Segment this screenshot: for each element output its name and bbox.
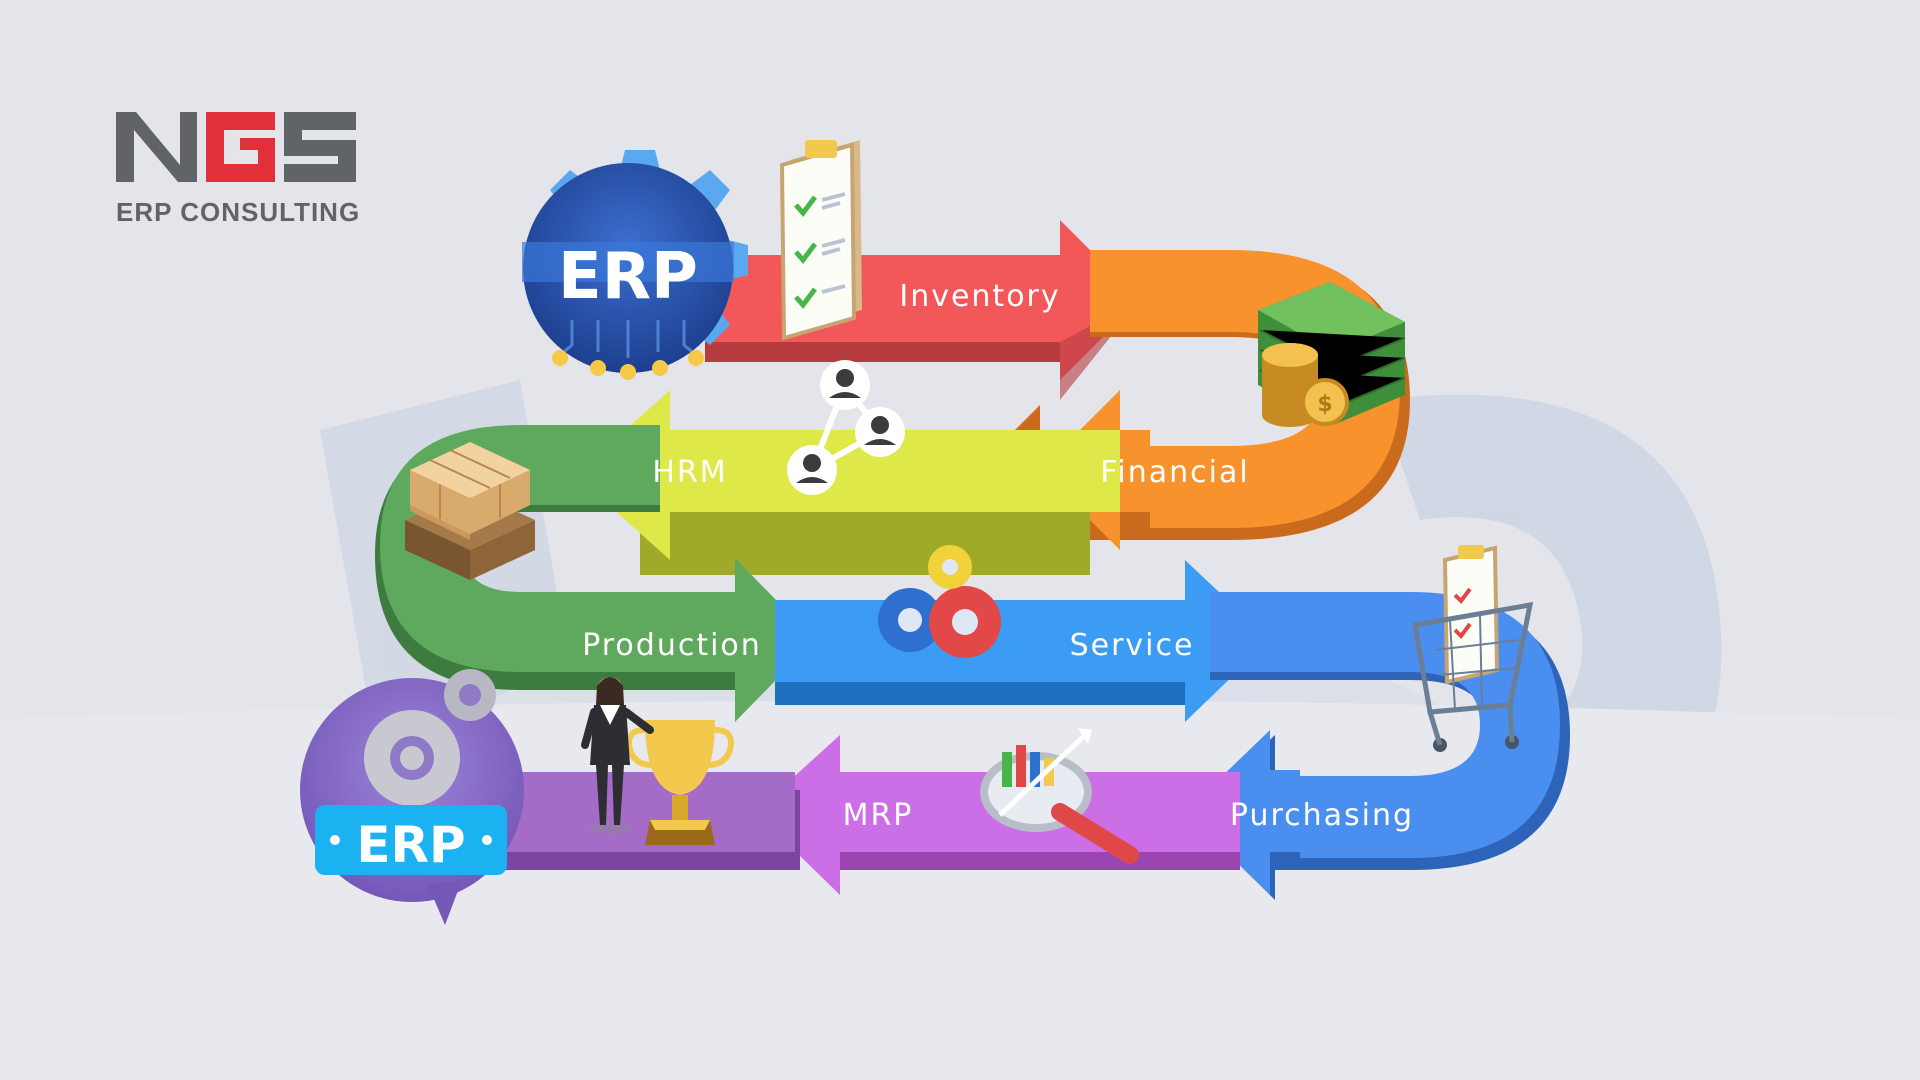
erp-badge-top-text: ERP	[558, 240, 698, 314]
mrp-label: MRP	[843, 798, 914, 833]
inventory-label: Inventory	[899, 279, 1060, 314]
floor-band	[0, 700, 1920, 1080]
trophy-icon	[626, 720, 734, 845]
erp-badge-top: ERP	[522, 150, 748, 380]
magnifier-chart-icon	[980, 728, 1139, 864]
businesswoman-icon	[581, 677, 654, 834]
erp-badge-bottom: ERP	[300, 669, 524, 925]
gear-icon	[364, 669, 496, 806]
boxes-pallet-icon	[405, 442, 535, 580]
purchasing-arrow	[1185, 730, 1300, 900]
purchasing-label: Purchasing	[1230, 798, 1414, 833]
hrm-label: HRM	[652, 455, 727, 490]
ngs-logo: ERP CONSULTING	[116, 112, 360, 227]
logo-tagline: ERP CONSULTING	[116, 197, 360, 227]
svg-text:$: $	[1317, 392, 1332, 417]
service-label: Service	[1070, 628, 1195, 663]
service-arrow	[775, 560, 1270, 722]
shopping-cart-icon	[1412, 545, 1534, 752]
ngs-logo-mark	[116, 112, 356, 182]
financial-label: Financial	[1100, 455, 1249, 490]
cogs-icon	[878, 545, 1001, 658]
production-label: Production	[582, 628, 762, 663]
erp-badge-bottom-text: ERP	[356, 816, 465, 874]
clipboard-checklist-icon	[779, 140, 862, 341]
money-stack-icon: $	[1258, 282, 1406, 427]
people-network-icon	[787, 360, 905, 495]
hrm-arrow	[575, 390, 1120, 575]
